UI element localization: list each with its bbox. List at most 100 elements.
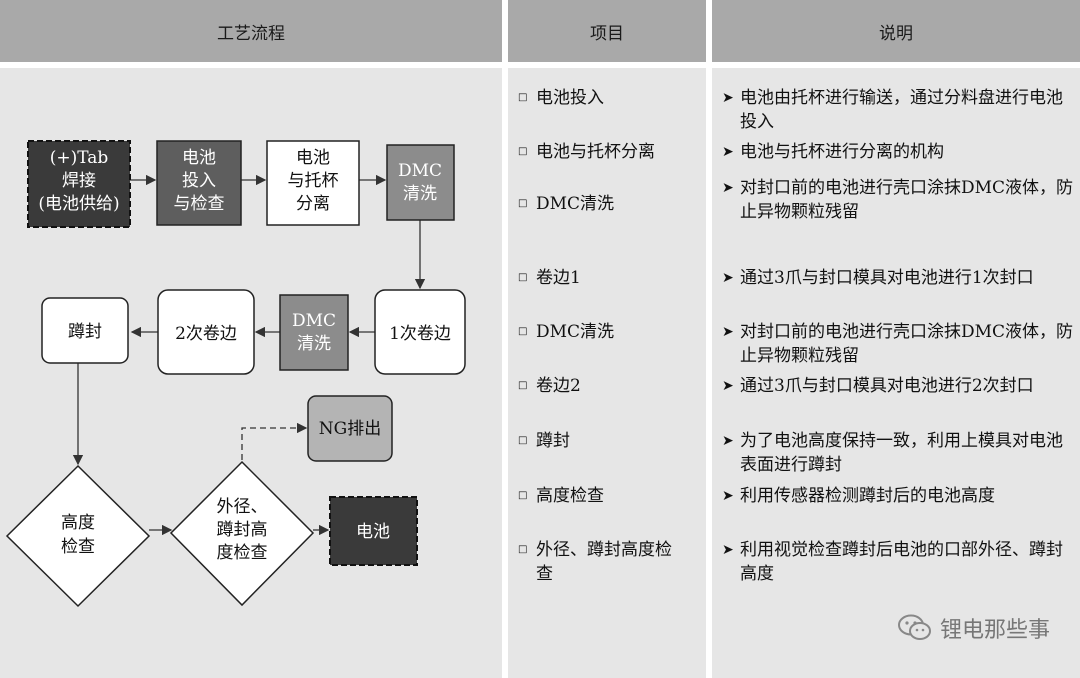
square-bullet-icon: □ <box>518 380 528 391</box>
step-tray-separate-line3: 分离 <box>296 194 330 214</box>
square-bullet-icon: □ <box>518 198 528 209</box>
description-text: 电池由托杯进行输送，通过分料盘进行电池投入 <box>740 88 1063 132</box>
step-tab-weld-line2: 焊接 <box>62 171 96 191</box>
list-item: □ DMC清洗 <box>518 320 698 344</box>
description-text: 对封口前的电池进行壳口涂抹DMC液体，防止异物颗粒残留 <box>740 178 1074 222</box>
decision-height-check: 高度 检查 <box>5 464 151 608</box>
description-text: 对封口前的电池进行壳口涂抹DMC液体，防止异物颗粒残留 <box>740 322 1074 366</box>
item-label: 高度检查 <box>536 486 604 506</box>
step-ng-reject: NG排出 <box>307 395 393 462</box>
square-bullet-icon: □ <box>518 490 528 501</box>
item-label: DMC清洗 <box>536 194 615 214</box>
description-item: ➤ 利用视觉检查蹲封后电池的口部外径、蹲封高度 <box>722 538 1074 586</box>
step-battery-output-label: 电池 <box>356 522 390 542</box>
step-battery-input-line1: 电池 <box>182 148 216 168</box>
item-label: 外径、蹲封高度检查 <box>536 540 672 584</box>
step-tab-weld: (+)Tab 焊接 (电池供给) <box>27 140 131 228</box>
square-bullet-icon: □ <box>518 146 528 157</box>
square-bullet-icon: □ <box>518 544 528 555</box>
description-item: ➤ 为了电池高度保持一致，利用上模具对电池表面进行蹲封 <box>722 429 1074 477</box>
header-description: 说明 <box>712 0 1080 62</box>
decision-od-check-line1: 外径、 <box>217 497 268 517</box>
chevron-right-icon: ➤ <box>722 90 734 106</box>
step-squat-seal: 蹲封 <box>41 297 129 364</box>
step-battery-input-line3: 与检查 <box>174 194 225 214</box>
description-panel <box>712 68 1080 678</box>
list-item: □ 电池投入 <box>518 86 698 110</box>
header-process: 工艺流程 <box>0 0 502 62</box>
item-label: 卷边2 <box>536 376 581 396</box>
chevron-right-icon: ➤ <box>722 378 734 394</box>
decision-od-check-line3: 度检查 <box>217 543 268 563</box>
step-curl-2: 2次卷边 <box>157 289 255 375</box>
description-text: 利用视觉检查蹲封后电池的口部外径、蹲封高度 <box>740 540 1063 584</box>
chevron-right-icon: ➤ <box>722 542 734 558</box>
item-label: 卷边1 <box>536 268 581 288</box>
description-text: 电池与托杯进行分离的机构 <box>740 142 944 162</box>
item-label: 电池投入 <box>536 88 604 108</box>
list-item: □ 卷边2 <box>518 374 698 398</box>
description-item: ➤ 通过3爪与封口模具对电池进行2次封口 <box>722 374 1074 398</box>
step-curl-2-label: 2次卷边 <box>175 324 237 344</box>
step-dmc-wash-1-line2: 清洗 <box>403 184 437 204</box>
step-battery-input-line2: 投入 <box>182 171 216 191</box>
list-item: □电池与托杯分离 <box>518 140 698 164</box>
step-tray-separate: 电池 与托杯 分离 <box>266 140 360 226</box>
description-item: ➤ 电池与托杯进行分离的机构 <box>722 140 1074 164</box>
square-bullet-icon: □ <box>518 435 528 446</box>
description-item: ➤ 对封口前的电池进行壳口涂抹DMC液体，防止异物颗粒残留 <box>722 176 1074 224</box>
header-process-label: 工艺流程 <box>217 23 285 44</box>
step-battery-output: 电池 <box>329 496 418 566</box>
decision-od-check: 外径、 蹲封高 度检查 <box>169 460 315 607</box>
header-item-label: 项目 <box>590 23 624 44</box>
step-dmc-wash-2-line2: 清洗 <box>297 334 331 354</box>
step-dmc-wash-2: DMC 清洗 <box>279 294 349 371</box>
step-dmc-wash-2-line1: DMC <box>292 311 336 331</box>
chevron-right-icon: ➤ <box>722 488 734 504</box>
step-squat-seal-label: 蹲封 <box>68 322 102 342</box>
description-item: ➤ 利用传感器检测蹲封后的电池高度 <box>722 484 1074 508</box>
square-bullet-icon: □ <box>518 326 528 337</box>
description-text: 为了电池高度保持一致，利用上模具对电池表面进行蹲封 <box>740 431 1063 475</box>
step-battery-input: 电池 投入 与检查 <box>156 140 242 226</box>
square-bullet-icon: □ <box>518 92 528 103</box>
step-tab-weld-line1: (+)Tab <box>50 148 109 168</box>
step-dmc-wash-1: DMC 清洗 <box>386 144 455 221</box>
step-curl-1-label: 1次卷边 <box>389 324 451 344</box>
description-item: ➤ 通过3爪与封口模具对电池进行1次封口 <box>722 266 1074 290</box>
chevron-right-icon: ➤ <box>722 180 734 196</box>
header-description-label: 说明 <box>879 23 913 44</box>
step-curl-1: 1次卷边 <box>374 289 466 375</box>
list-item: □ 卷边1 <box>518 266 698 290</box>
header-item: 项目 <box>508 0 706 62</box>
description-item: ➤ 电池由托杯进行输送，通过分料盘进行电池投入 <box>722 86 1074 134</box>
decision-od-check-line2: 蹲封高 <box>217 520 268 540</box>
chevron-right-icon: ➤ <box>722 433 734 449</box>
list-item: □ 高度检查 <box>518 484 698 508</box>
description-text: 通过3爪与封口模具对电池进行1次封口 <box>740 268 1034 288</box>
step-dmc-wash-1-line1: DMC <box>398 161 442 181</box>
item-label: 蹲封 <box>536 431 570 451</box>
chevron-right-icon: ➤ <box>722 270 734 286</box>
watermark-text: 锂电那些事 <box>939 618 1050 643</box>
step-tab-weld-line3: (电池供给) <box>38 194 119 214</box>
list-item: □ 蹲封 <box>518 429 698 453</box>
chevron-right-icon: ➤ <box>722 144 734 160</box>
decision-height-check-line2: 检查 <box>61 537 95 557</box>
decision-height-check-line1: 高度 <box>61 513 95 533</box>
step-tray-separate-line1: 电池 <box>296 148 330 168</box>
item-panel <box>508 68 706 678</box>
wechat-icon <box>897 614 931 640</box>
step-tray-separate-line2: 与托杯 <box>288 171 339 191</box>
arrow-od-to-ng <box>241 422 308 460</box>
item-label: DMC清洗 <box>536 322 615 342</box>
description-text: 利用传感器检测蹲封后的电池高度 <box>740 486 995 506</box>
description-text: 通过3爪与封口模具对电池进行2次封口 <box>740 376 1034 396</box>
square-bullet-icon: □ <box>518 272 528 283</box>
step-ng-reject-label: NG排出 <box>319 419 381 439</box>
list-item: □ 外径、蹲封高度检查 <box>518 538 688 586</box>
chevron-right-icon: ➤ <box>722 324 734 340</box>
description-item: ➤ 对封口前的电池进行壳口涂抹DMC液体，防止异物颗粒残留 <box>722 320 1074 368</box>
process-flow-diagram: (+)Tab 焊接 (电池供给) 电池 投入 与检查 电池 与托杯 分离 DMC… <box>5 140 466 608</box>
watermark: 锂电那些事 <box>897 612 1050 644</box>
